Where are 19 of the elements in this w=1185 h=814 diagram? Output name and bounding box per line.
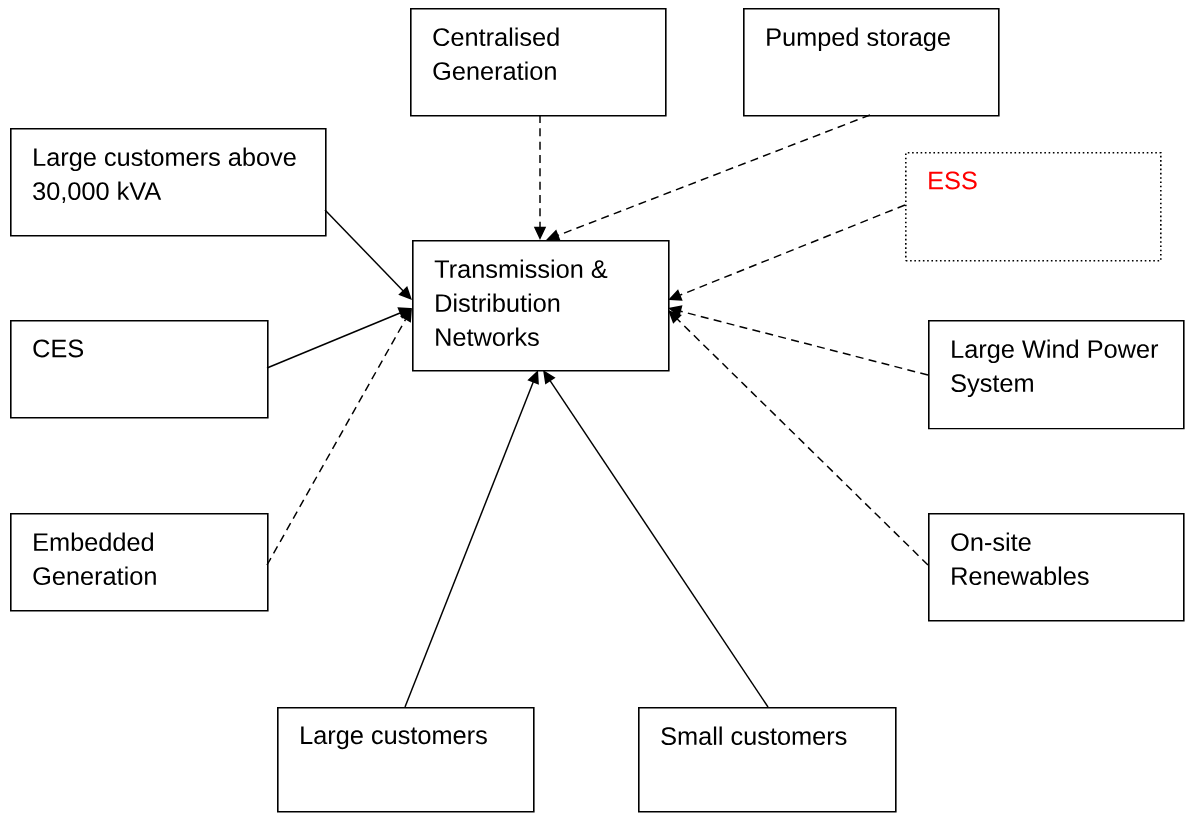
box: Pumped storage	[743, 8, 1000, 117]
box: ESS	[905, 152, 1162, 262]
box: Large Wind Power System	[928, 320, 1185, 430]
arrow	[266, 307, 412, 369]
arrow	[404, 370, 539, 708]
box: Transmission & Distribution Networks	[412, 240, 670, 372]
arrow	[324, 209, 412, 300]
box: CES	[10, 320, 269, 419]
box: On-site Renewables	[928, 513, 1185, 622]
box: Centralised Generation	[410, 8, 667, 117]
arrow	[668, 310, 929, 566]
box: Large customers above 30,000 kVA	[10, 128, 327, 237]
arrow	[543, 370, 769, 708]
arrow	[266, 308, 412, 566]
box: Large customers	[277, 707, 535, 813]
arrow	[546, 114, 871, 241]
box: Embedded Generation	[10, 513, 269, 612]
box: Small customers	[638, 707, 897, 813]
arrow	[668, 204, 906, 301]
